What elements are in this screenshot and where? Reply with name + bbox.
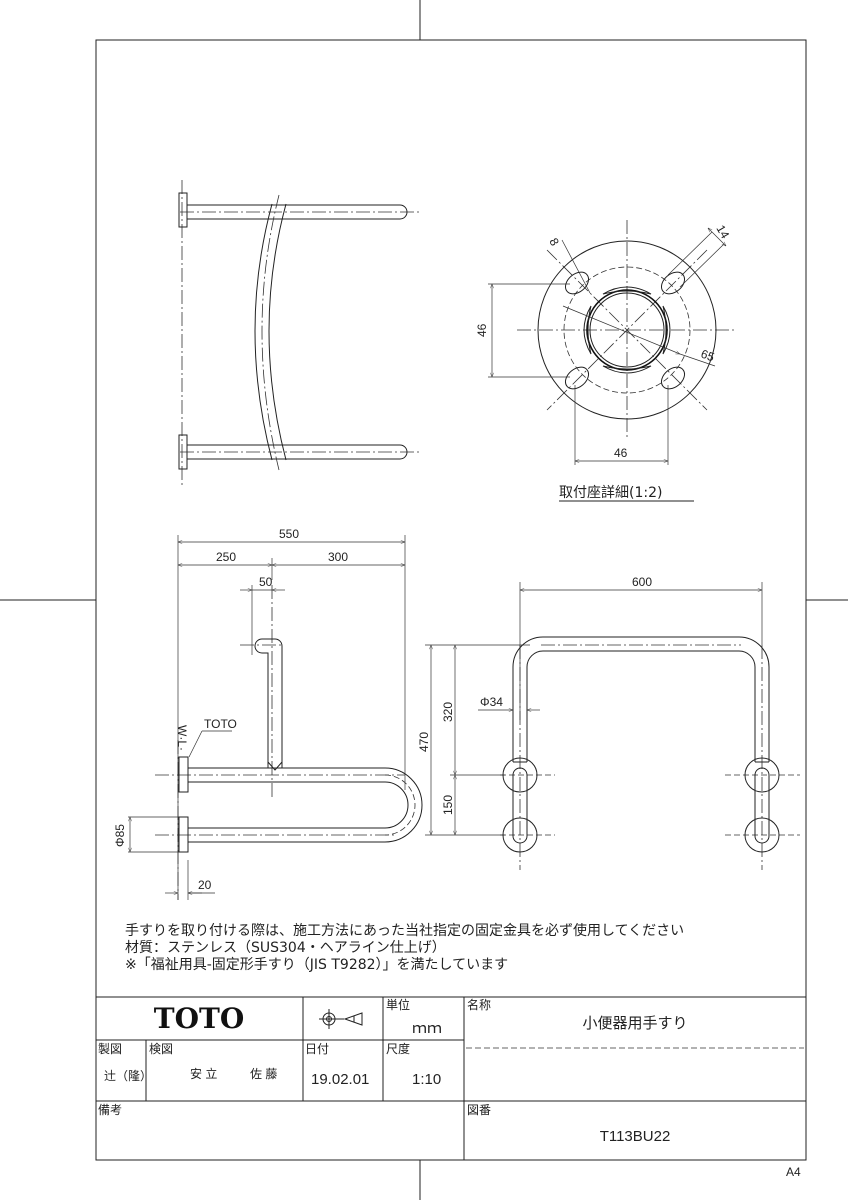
title-block: TOTO 単位 ｍｍ 名称 小便器用手すり 製図 辻（隆） 検図 安 立 佐 藤… [96, 996, 806, 1160]
date-label: 日付 [305, 1042, 329, 1056]
label-brand: TOTO [204, 717, 237, 731]
mark-text: W·L· [175, 725, 189, 751]
dim-slot-width: 8 [546, 236, 562, 249]
dim-diameter: 65 [699, 347, 717, 365]
dim-plate-thickness: 20 [198, 878, 212, 892]
dim-total-depth: 550 [279, 527, 299, 541]
note-3: ※「福祉用具-固定形手すり（JIS T9282）」を満たしています [125, 957, 508, 973]
unit-label: 単位 [386, 997, 410, 1012]
scale-label: 尺度 [386, 1041, 410, 1056]
checked-label: 検図 [149, 1042, 173, 1056]
date-value: 19.02.01 [311, 1071, 369, 1088]
front-view: 600 470 320 150 Φ34 [417, 575, 800, 870]
drawing-number: T113BU22 [600, 1128, 671, 1145]
note-2: 材質：ステンレス（SUS304・ヘアライン仕上げ） [125, 940, 446, 956]
note-1: 手すりを取り付ける際は、施工方法にあった当社指定の固定金具を必ず使用してください [125, 922, 684, 939]
dim-total-height: 470 [417, 732, 431, 752]
dim-pipe-diameter: Φ34 [480, 695, 503, 709]
dim-vertical-pitch: 46 [475, 323, 489, 337]
toto-logo: TOTO [154, 1002, 244, 1035]
dim-plate-diameter: Φ85 [113, 824, 127, 847]
dim-offset: 50 [259, 575, 273, 589]
wall-plate-upper [178, 756, 189, 793]
plan-view [178, 180, 420, 485]
name-label: 名称 [467, 997, 491, 1012]
checked-value-2: 佐 藤 [250, 1067, 277, 1081]
paper-size: A4 [786, 1165, 801, 1179]
scale-value: 1:10 [412, 1071, 441, 1088]
wall-plate-top [178, 192, 188, 228]
dim-width: 600 [632, 575, 652, 589]
remarks-label: 備考 [98, 1102, 122, 1117]
projection-symbol-icon [319, 1009, 363, 1029]
dim-lower-height: 150 [441, 795, 455, 815]
checked-value-1: 安 立 [190, 1066, 217, 1081]
dim-slot-length: 14 [713, 223, 732, 242]
dim-upper-height: 320 [441, 702, 455, 722]
detail-caption: 取付座詳細(1:2) [559, 485, 662, 501]
mounting-plate-detail: 8 14 65 46 46 取付座詳細(1:2) [475, 220, 737, 502]
product-name: 小便器用手すり [582, 1015, 687, 1032]
drawing-no-label: 図番 [467, 1103, 491, 1117]
unit-value: ｍｍ [412, 1020, 442, 1037]
drawn-label: 製図 [98, 1042, 122, 1056]
drawing-frame [95, 39, 807, 1161]
dim-right-depth: 300 [328, 550, 348, 564]
dim-left-depth: 250 [216, 550, 236, 564]
wall-plate-lower [178, 816, 189, 853]
dim-horizontal-pitch: 46 [614, 446, 628, 460]
notes: 手すりを取り付ける際は、施工方法にあった当社指定の固定金具を必ず使用してください… [125, 922, 684, 973]
side-view: W·L· TOTO 550 250 300 50 Φ85 20 [113, 527, 423, 900]
drawn-value: 辻（隆） [104, 1068, 152, 1083]
